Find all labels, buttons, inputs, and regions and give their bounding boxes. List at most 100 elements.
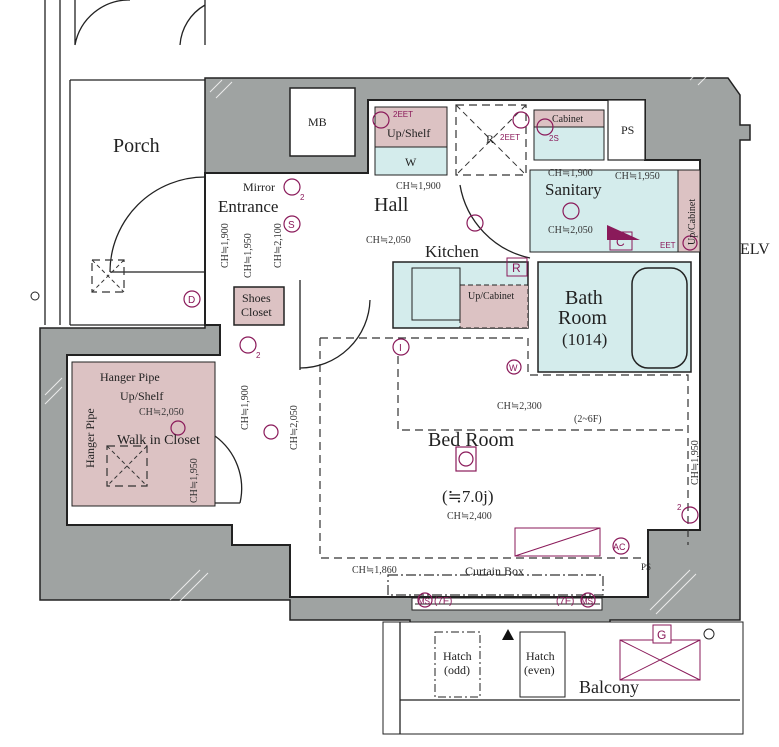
d-symbol: D [188, 295, 195, 306]
hatch-even-1: Hatch [526, 649, 555, 663]
bedroom-size: (≒7.0j) [442, 487, 494, 506]
g-symbol: G [657, 628, 666, 642]
hall-label: Hall [374, 194, 409, 216]
hatch-odd [434, 631, 481, 698]
ms-left-symbol: MS [418, 597, 430, 606]
hatch-porch [91, 259, 125, 293]
eet-1: 2EET [393, 110, 413, 119]
shoes-closet-label-2: Closet [241, 305, 272, 319]
curtain-box [387, 574, 604, 596]
w-outlet-symbol: W [509, 363, 518, 373]
ch-bedroom: CH≒2,400 [447, 511, 492, 522]
ch-wic-side: CH≒1,950 [189, 458, 200, 503]
ps-side-label: PS [641, 562, 651, 572]
sub-2a: 2 [300, 193, 305, 202]
7f-right: (7F) [556, 596, 574, 607]
porch-label: Porch [113, 135, 160, 157]
i-symbol: I [399, 343, 402, 354]
mirror-label: Mirror [243, 180, 275, 194]
eet-3: EET [660, 241, 676, 250]
7f-left: (7F) [434, 596, 452, 607]
labels: MB PS Mirror Entrance Hall Kitchen Sanit… [83, 114, 698, 697]
cabinet-label: Cabinet [552, 114, 583, 125]
kitchen-up-cabinet [459, 284, 529, 329]
sub-2c: 2 [677, 503, 682, 512]
hatch-even [519, 631, 566, 698]
hanger-pipe-v: Hanger Pipe [83, 408, 97, 468]
outlet-icon [239, 336, 257, 354]
hatch-odd-2: (odd) [444, 663, 470, 677]
ch-wic: CH≒2,050 [139, 407, 184, 418]
bathtub [631, 267, 688, 369]
bath-size: (1014) [562, 330, 607, 349]
fills [71, 104, 701, 507]
ch-sanitary: CH≒2,050 [548, 225, 593, 236]
light-icon [562, 202, 580, 220]
ch-bedroom-right: CH≒1,950 [690, 440, 701, 485]
ch-hall: CH≒2,050 [366, 235, 411, 246]
wic-shelf-label: Up/Shelf [120, 389, 163, 403]
ch-window: CH≒1,860 [352, 565, 397, 576]
ac-symbol: AC [613, 542, 626, 552]
mb-box [289, 87, 356, 157]
light-icon [263, 424, 279, 440]
r-label: R [486, 132, 494, 146]
hatch-even-2: (even) [524, 663, 555, 677]
sanitary-label: Sanitary [545, 180, 602, 199]
outlet-icon [682, 235, 698, 251]
ch-bedroom-upper: CH≒2,300 [497, 401, 542, 412]
ps-label: PS [621, 123, 634, 137]
curtain-box-label: Curtain Box [465, 564, 524, 578]
r-kitchen-symbol: R [512, 261, 521, 275]
hatch-odd-1: Hatch [443, 649, 472, 663]
washer-area [374, 146, 448, 176]
stove [411, 267, 461, 321]
sanitary-up-cabinet-label: Up/Cabinet [687, 199, 698, 245]
ch-entrance-2: CH≒1,950 [243, 233, 254, 278]
ac-unit [514, 527, 601, 557]
eet-2: 2EET [500, 133, 520, 142]
light-icon [466, 214, 484, 232]
ceiling-light-icon [455, 446, 477, 472]
doors-and-lines [214, 184, 689, 611]
sanitary-up-cabinet [677, 169, 701, 253]
outlet-icon [681, 506, 699, 524]
ch-sanitary-top: CH≒1,900 [548, 168, 593, 179]
entrance-label: Entrance [218, 197, 278, 216]
bath-area [537, 261, 692, 373]
c-symbol: C [616, 235, 625, 249]
bedroom-label: Bed Room [428, 429, 515, 451]
outlet-icon [372, 111, 390, 129]
ch-entrance-3: CH≒2,100 [273, 223, 284, 268]
outlet-icon [512, 111, 530, 129]
2s-symbol: 2S [549, 134, 559, 143]
bath-label-2: Room [558, 307, 607, 329]
ch-entrance-1: CH≒1,900 [220, 223, 231, 268]
bath-label-1: Bath [565, 287, 603, 309]
wic-hatch [106, 445, 148, 487]
fixtures: C R S D I W AC MS (7F) MS (7F) 2EET 2EET… [170, 110, 699, 608]
refrigerator-space [455, 104, 527, 176]
up-shelf-label: Up/Shelf [387, 126, 430, 140]
ch-hall-shelf: CH≒1,900 [396, 181, 441, 192]
light-icon [170, 420, 186, 436]
ch-floor-note: (2~6F) [574, 414, 602, 425]
wic-label: Walk in Closet [117, 433, 200, 448]
balcony-label: Balcony [579, 677, 639, 697]
shoes-closet-area [233, 286, 285, 326]
r-box [506, 257, 528, 277]
outlet-icon [536, 118, 554, 136]
sub-2b: 2 [256, 351, 261, 360]
ps-box [607, 99, 646, 161]
kitchen-up-cabinet-label: Up/Cabinet [468, 291, 514, 302]
shoes-closet-label-1: Shoes [242, 291, 271, 305]
elv-label: ELV [740, 241, 770, 258]
c-box [609, 231, 633, 251]
kitchen-label: Kitchen [425, 242, 479, 261]
outlet-icon [283, 178, 301, 196]
balcony-area: G [382, 621, 744, 735]
s-symbol: S [288, 220, 295, 231]
ch-sanitary-right: CH≒1,950 [615, 171, 660, 182]
ceiling-heights: CH≒1,900 CH≒2,050 CH≒1,900 CH≒1,950 CH≒2… [139, 168, 701, 576]
